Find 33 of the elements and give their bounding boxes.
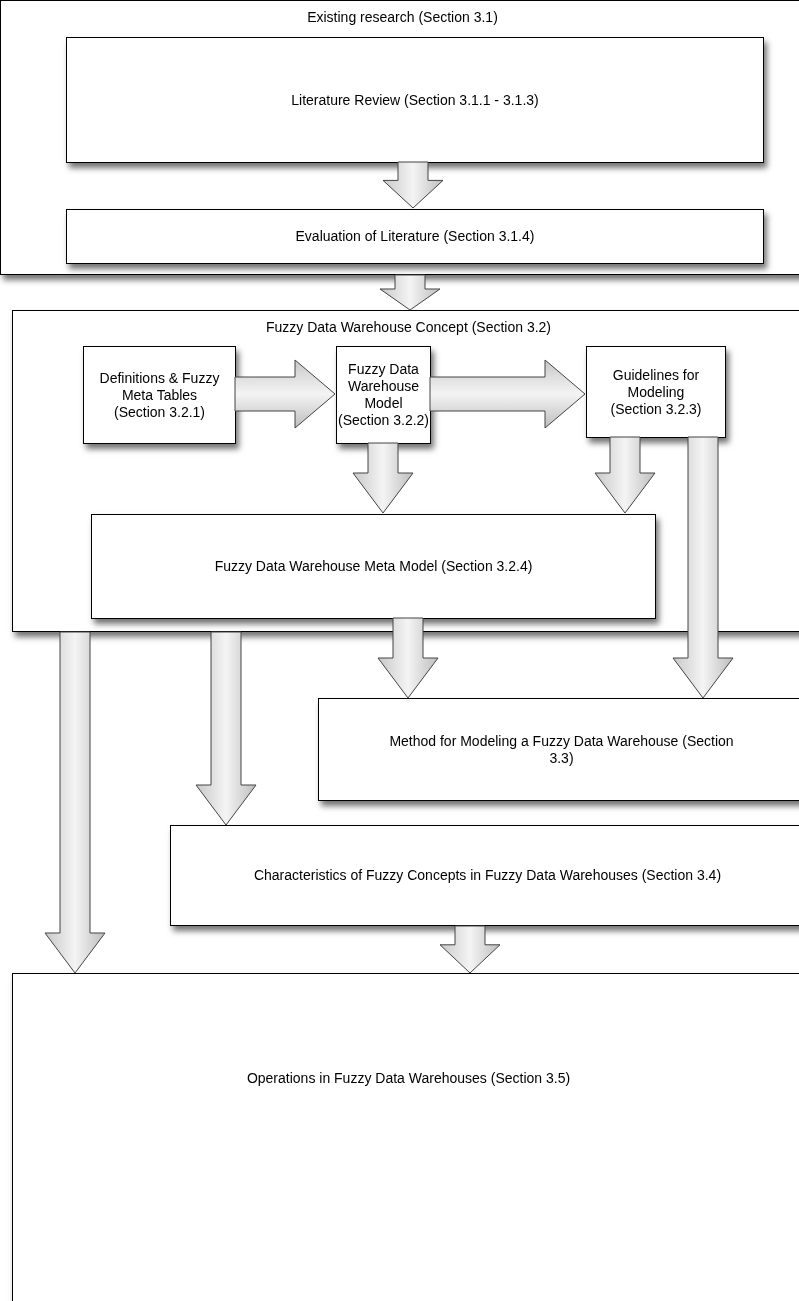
box-label: Existing research (Section 3.1) [307, 9, 498, 26]
box-label: Fuzzy Data Warehouse Meta Model (Section 3.2.4) [214, 558, 533, 575]
block-arrow [382, 161, 444, 209]
block-arrow [594, 436, 656, 514]
box-label: Method for Modeling a Fuzzy Data Warehouse (Section 3.3) [388, 732, 735, 767]
process-box [170, 825, 799, 926]
block-arrow [429, 359, 586, 429]
box-label: Fuzzy Data Warehouse Concept (Section 3.2) [265, 319, 552, 336]
process-box [12, 973, 799, 1301]
process-box [0, 0, 799, 275]
block-arrow [44, 631, 106, 974]
block-arrow [195, 631, 257, 826]
process-box [586, 346, 726, 438]
box-label: Literature Review (Section 3.1.1 - 3.1.3) [291, 91, 539, 109]
box-label: Operations in Fuzzy Data Warehouses (Section 3.5) [246, 1070, 571, 1087]
box-label: Evaluation of Literature (Section 3.1.4) [295, 228, 535, 245]
process-box [12, 310, 799, 632]
block-arrow [672, 436, 734, 699]
box-label: Guidelines for Modeling (Section 3.2.3) [609, 366, 703, 418]
process-box [91, 514, 656, 619]
block-arrow [377, 617, 439, 699]
block-arrow [234, 359, 336, 429]
box-label: Definitions & Fuzzy Meta Tables (Section 3.2.1) [98, 369, 221, 421]
block-arrow [379, 274, 441, 311]
box-label: Fuzzy Data Warehouse Model (Section 3.2.2) [337, 361, 430, 429]
process-box [66, 37, 764, 163]
process-box [66, 209, 764, 264]
box-label: Characteristics of Fuzzy Concepts in Fuzzy Data Warehouses (Section 3.4) [253, 867, 722, 884]
process-box [336, 346, 431, 444]
process-box [83, 346, 236, 444]
process-box [318, 698, 799, 801]
block-arrow [439, 925, 501, 974]
block-arrow [352, 442, 414, 514]
